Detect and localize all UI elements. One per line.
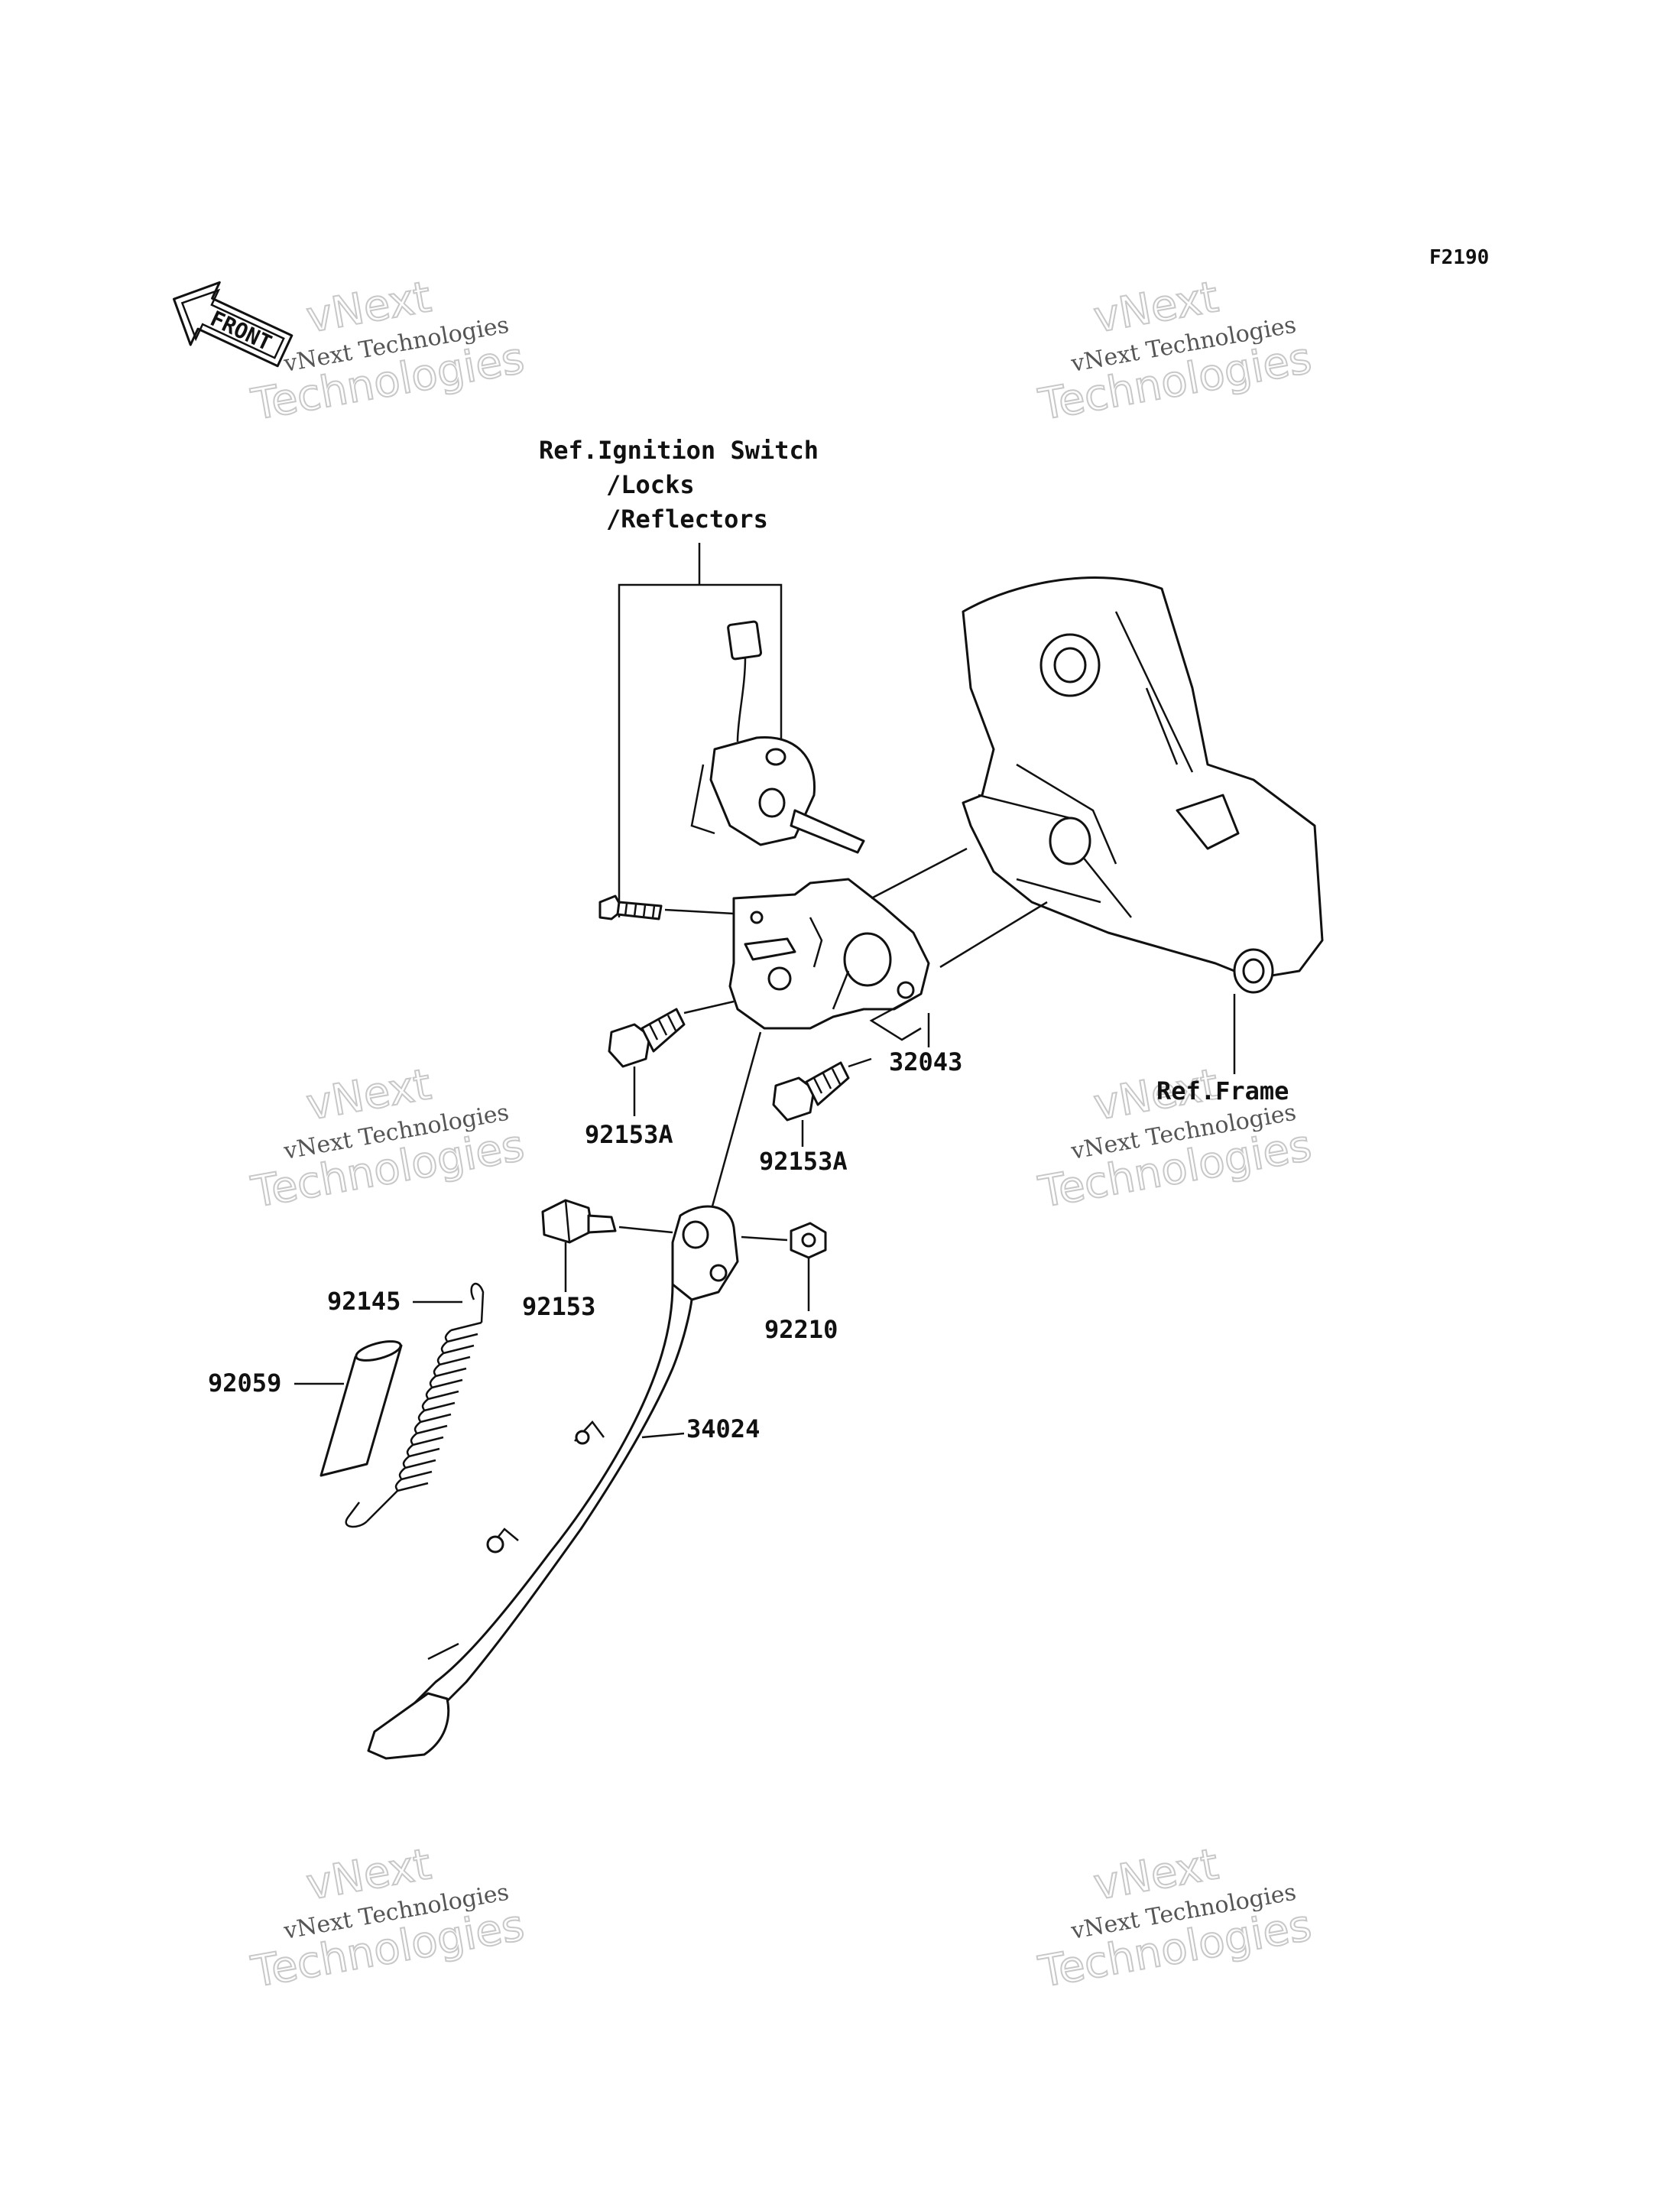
part-label-34024: 34024 <box>686 1414 760 1443</box>
ref-frame-label: Ref.Frame <box>1156 1076 1289 1105</box>
watermark: vNext vNext Technologies Technologies <box>1034 1059 1316 1219</box>
side-stand-34024 <box>367 1205 739 1760</box>
bolt-small <box>598 894 663 920</box>
bracket-32043 <box>728 878 930 1030</box>
ref-ignition-line2: /Locks <box>606 470 695 499</box>
part-label-92145: 92145 <box>327 1287 401 1316</box>
ref-ignition-line1: Ref.Ignition Switch <box>539 436 819 465</box>
part-label-92210: 92210 <box>764 1315 838 1344</box>
ref-ignition-line3: /Reflectors <box>606 505 768 534</box>
frame-section <box>962 576 1324 994</box>
watermark: vNext vNext Technologies Technologies <box>1034 271 1316 431</box>
part-label-92153a-right: 92153A <box>759 1147 848 1176</box>
watermark: vNext vNext Technologies Technologies <box>247 1059 529 1219</box>
watermark: vNext vNext Technologies Technologies <box>247 1839 529 1998</box>
ref-ignition-switch: Ref.Ignition Switch /Locks /Reflectors <box>539 436 819 534</box>
nut-92210 <box>790 1222 827 1259</box>
front-direction-arrow-icon: FRONT <box>172 281 294 368</box>
figure-code: F2190 <box>1429 246 1489 269</box>
bolt-92153a-right <box>772 1061 850 1122</box>
pivot-bolt-92153 <box>541 1199 617 1244</box>
part-label-32043: 32043 <box>889 1047 962 1076</box>
part-label-92059: 92059 <box>208 1368 281 1398</box>
part-label-92153: 92153 <box>522 1292 595 1321</box>
watermark: vNext vNext Technologies Technologies <box>1034 1839 1316 1998</box>
spring-92145 <box>345 1282 485 1528</box>
spring-cover-92059 <box>319 1340 403 1477</box>
part-label-92153a-left: 92153A <box>585 1120 673 1149</box>
bolt-92153a-left <box>608 1008 686 1068</box>
sidestand-switch <box>690 620 865 854</box>
